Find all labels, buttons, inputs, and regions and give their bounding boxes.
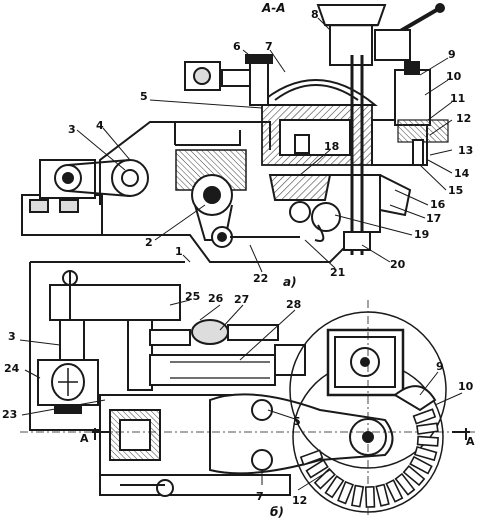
rotary-pocket (402, 464, 426, 487)
rotary-pocket (350, 484, 365, 508)
callout-15: 15 (448, 184, 463, 197)
view-a-section (21, 3, 449, 263)
callouts-view-a: 8 6 7 9 10 11 12 5 3 4 13 14 15 18 16 17… (68, 8, 473, 285)
callout-7: 7 (265, 40, 273, 53)
callout-17: 17 (426, 212, 441, 225)
rotary-pocket (385, 479, 404, 503)
rotary-pocket (324, 475, 345, 499)
callout-19: 19 (414, 228, 429, 241)
callout-26: 26 (208, 292, 224, 305)
callout-2: 2 (145, 236, 153, 249)
rotary-pocket (394, 472, 416, 496)
callout-21: 21 (330, 266, 345, 279)
callout-12: 12 (456, 112, 471, 125)
rotary-pocket (412, 408, 437, 425)
callout-20: 20 (390, 258, 406, 271)
rotary-pocket (313, 467, 336, 490)
callouts-view-b: 25 26 27 28 3 24 23 5 9 10 7 12 (2, 290, 474, 507)
callout-28: 28 (286, 298, 301, 311)
rotary-pocket (416, 422, 439, 435)
callout-5b: 5 (293, 415, 301, 428)
callout-25: 25 (185, 290, 200, 303)
callout-3: 3 (68, 123, 76, 136)
callout-1: 1 (175, 245, 183, 258)
rotary-pocket (337, 480, 355, 505)
callout-22: 22 (253, 272, 268, 285)
callout-9b: 9 (436, 360, 444, 373)
rotary-pocket (375, 483, 390, 507)
callout-18: 18 (324, 140, 339, 153)
callout-9: 9 (448, 48, 456, 61)
callout-5: 5 (140, 90, 148, 103)
callout-27: 27 (234, 293, 249, 306)
rotary-pocket (413, 445, 438, 462)
callout-24: 24 (4, 362, 20, 375)
rotary-pocket (305, 459, 329, 479)
callout-11: 11 (450, 92, 465, 105)
rotary-pockets (299, 408, 439, 508)
callout-10b: 10 (458, 380, 474, 393)
callout-23: 23 (2, 408, 17, 421)
leader-lines (19, 17, 463, 491)
section-title: А-А (261, 1, 286, 15)
callout-12b: 12 (292, 494, 307, 507)
callout-3b: 3 (8, 330, 16, 343)
callout-4: 4 (96, 119, 104, 132)
callout-13: 13 (458, 144, 473, 157)
rotary-pocket (299, 449, 324, 466)
section-mark-right: А (466, 435, 475, 448)
section-mark-left: А (80, 432, 89, 445)
callout-10: 10 (446, 70, 462, 83)
callout-7b: 7 (256, 490, 264, 503)
view-b-plan (20, 261, 475, 515)
rotary-pocket (409, 455, 433, 475)
view-a-label: а) (283, 275, 297, 289)
rotary-pocket (364, 486, 376, 508)
rotary-pocket (416, 435, 439, 447)
view-b-label: б) (270, 505, 284, 519)
callout-8: 8 (311, 8, 319, 21)
callout-6: 6 (233, 40, 241, 53)
callout-14: 14 (454, 167, 470, 180)
callout-16: 16 (430, 198, 446, 211)
